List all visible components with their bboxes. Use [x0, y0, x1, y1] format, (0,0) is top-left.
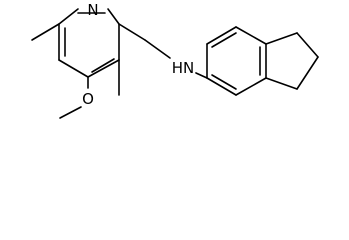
- bond: [107, 8, 120, 25]
- methylene-bond: [118, 23, 146, 41]
- bond: [296, 56, 319, 90]
- bond: [211, 74, 237, 90]
- bond: [296, 32, 319, 58]
- indane-ring-system: [206, 26, 319, 96]
- bond: [265, 77, 298, 90]
- bond: [206, 26, 237, 45]
- ether-oxygen-label: O: [82, 90, 94, 108]
- bond: [58, 59, 89, 78]
- bond: [235, 77, 267, 96]
- methoxy-bond: [59, 106, 82, 119]
- bond: [235, 26, 267, 45]
- bond: [58, 8, 79, 25]
- molecule-canvas: N HN O: [31, 1, 319, 119]
- amine-bond: [195, 72, 208, 79]
- pyridine-nitrogen-label: N: [87, 1, 98, 19]
- chemical-structure-diagram: N HN O: [31, 1, 319, 119]
- bond: [91, 58, 115, 73]
- pyridine-ring: [58, 8, 120, 78]
- bond: [265, 32, 298, 45]
- bond: [206, 77, 237, 96]
- bond: [87, 59, 120, 78]
- bond: [211, 32, 237, 48]
- amine-nitrogen-label: HN: [172, 59, 195, 77]
- methyl-bond: [31, 23, 60, 41]
- amine-bond: [144, 39, 171, 59]
- substituents: [31, 23, 208, 119]
